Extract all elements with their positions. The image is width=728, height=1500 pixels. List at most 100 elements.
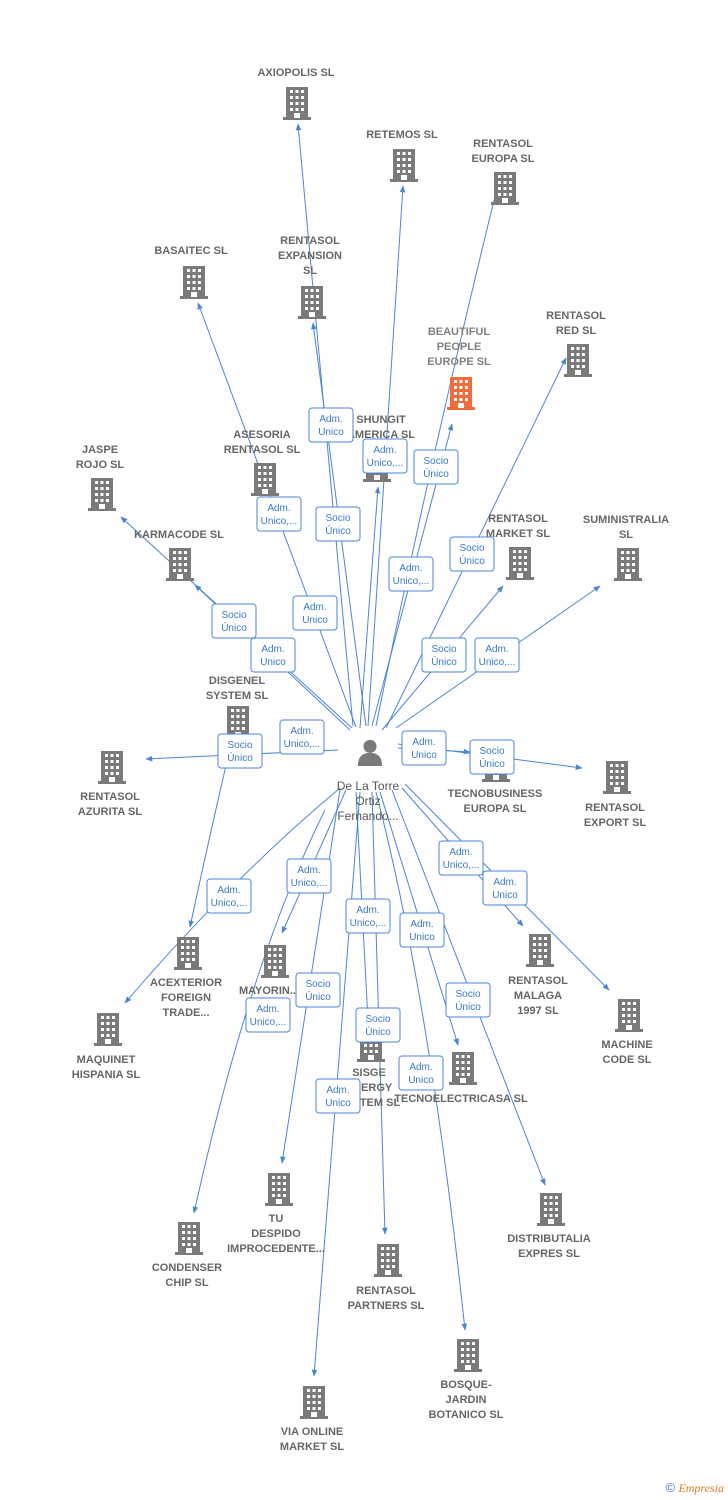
role-tag-text: Único xyxy=(227,751,253,764)
company-node-tecnoelectricasa[interactable]: TECNOELECTRICASA SL xyxy=(394,1052,528,1105)
role-tag-text: Unico xyxy=(492,890,518,901)
role-tag-text: Único xyxy=(423,467,449,480)
company-node-retemos[interactable]: RETEMOS SL xyxy=(366,129,438,182)
company-node-acexterior[interactable]: ACEXTERIORFOREIGNTRADE... xyxy=(150,937,222,1019)
role-tag-text: Adm. xyxy=(409,1062,432,1073)
company-label: RETEMOS SL xyxy=(366,129,438,141)
company-label: MAYORIN... xyxy=(239,985,299,997)
role-tag-suministralia[interactable]: Adm.Unico,... xyxy=(474,637,520,673)
role-tag-box xyxy=(345,898,391,934)
role-tag-box xyxy=(286,858,332,894)
role-tag-rentasol-expansion[interactable]: Adm.Unico xyxy=(292,595,338,631)
role-tag-via-online[interactable]: Adm.Unico xyxy=(315,1078,361,1114)
role-tag-text: Socio xyxy=(305,979,330,990)
role-tag-maquinet[interactable]: Adm.Unico,... xyxy=(206,878,252,914)
role-tag-machine-code[interactable]: Adm.Unico xyxy=(482,870,528,906)
company-label: CONDENSER xyxy=(152,1262,222,1274)
role-tag-text: Unico,... xyxy=(250,1017,287,1028)
role-tag-text: Unico,... xyxy=(443,860,480,871)
building-icon xyxy=(564,344,592,377)
company-node-tu-despido[interactable]: TUDESPIDOIMPROCEDENTE... xyxy=(227,1173,325,1255)
company-label: RENTASOL xyxy=(488,513,548,525)
role-tag-mayorin[interactable]: Adm.Unico,... xyxy=(286,858,332,894)
role-tag-box xyxy=(292,595,338,631)
role-tag-text: Único xyxy=(305,990,331,1003)
person-label: De La Torre xyxy=(337,779,400,793)
role-tag-rentasol-europa[interactable]: Adm.Unico,... xyxy=(388,556,434,592)
role-tag-box xyxy=(413,449,459,485)
role-tag-tecnoelectricasa[interactable]: Adm. Unico xyxy=(399,912,445,948)
company-label: RED SL xyxy=(556,325,597,337)
company-label: RENTASOL xyxy=(508,975,568,987)
building-icon xyxy=(447,377,475,410)
company-node-axiopolis[interactable]: AXIOPOLIS SL xyxy=(257,67,335,120)
person-node[interactable]: De La TorreOrtizFernando... xyxy=(337,730,400,823)
role-tag-text: Único xyxy=(479,757,505,770)
company-label: EXPANSION xyxy=(278,250,342,262)
company-label: EXPORT SL xyxy=(584,817,647,829)
role-tag-box xyxy=(445,982,491,1018)
role-tag-text: Adm. xyxy=(410,919,433,930)
company-label: TRADE... xyxy=(162,1007,209,1019)
company-label: DISGENEL xyxy=(209,675,266,687)
role-tag-sisge[interactable]: Adm. Unico,... xyxy=(345,898,391,934)
company-label: RENTASOL xyxy=(80,791,140,803)
company-node-karmacode[interactable]: KARMACODE SL xyxy=(134,529,224,581)
role-tag-rentasol-malaga[interactable]: Adm.Unico,... xyxy=(438,840,484,876)
company-label: SISGE xyxy=(352,1067,386,1079)
role-tag-bosque-jardin[interactable]: Adm.Unico xyxy=(398,1055,444,1091)
company-label: JARDIN xyxy=(446,1394,487,1406)
building-icon xyxy=(390,149,418,182)
role-tag-box xyxy=(469,739,515,775)
role-tag-text: Adm. xyxy=(356,905,379,916)
role-tag-text: Unico xyxy=(409,932,435,943)
role-tag-basaitec[interactable]: Adm.Unico,... xyxy=(256,496,302,532)
empresia-credit[interactable]: © Empresia xyxy=(666,1480,725,1496)
role-tag-rentasol-azurita[interactable]: Adm.Unico,... xyxy=(279,719,325,755)
role-tag-tecnobusiness[interactable]: Adm.Unico xyxy=(401,730,447,766)
company-node-basaitec[interactable]: BASAITEC SL xyxy=(154,245,228,299)
role-tag-text: Unico xyxy=(302,615,328,626)
company-node-mayorin[interactable]: MAYORIN... xyxy=(239,945,299,997)
building-icon xyxy=(614,548,642,581)
edge-condenser xyxy=(192,809,326,1214)
role-tag-axiopolis[interactable]: Adm.Unico xyxy=(308,407,354,443)
role-tag-text: Unico xyxy=(325,1098,351,1109)
role-tag-karmacode[interactable]: Adm.Unico xyxy=(250,637,296,673)
role-tag-text: Unico,... xyxy=(350,918,387,929)
role-tag-condenser[interactable]: Adm.Unico,... xyxy=(245,997,291,1033)
role-tag-shungit[interactable]: Adm.Unico,... xyxy=(362,438,408,474)
building-icon xyxy=(180,266,208,299)
